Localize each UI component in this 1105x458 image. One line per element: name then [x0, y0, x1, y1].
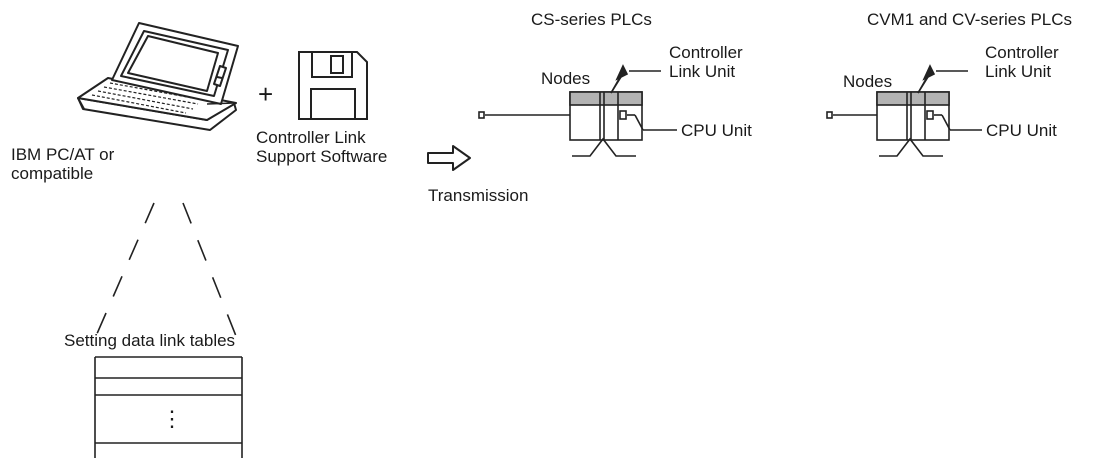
cs-series-title: CS-series PLCs [531, 10, 652, 29]
software-label-line1: Controller Link [256, 128, 366, 147]
computer-label-line1: IBM PC/AT or [11, 145, 115, 164]
cs-unit-label-line1: Controller [669, 43, 743, 62]
cs-series-plc [478, 64, 677, 157]
cv-unit-label-line1: Controller [985, 43, 1059, 62]
computer-label-line2: compatible [11, 164, 94, 183]
connector-port [619, 110, 627, 120]
cv-cpu-label: CPU Unit [986, 121, 1057, 140]
data-link-table [94, 356, 243, 458]
connector-port [926, 110, 934, 120]
plc-stand [572, 137, 636, 157]
laptop-icon [77, 22, 239, 131]
cv-nodes-label: Nodes [843, 72, 893, 91]
cs-unit-label-line2: Link Unit [669, 62, 736, 81]
cpu-leader [634, 114, 644, 131]
cpu-leader [941, 114, 951, 131]
plc-stand [879, 137, 943, 157]
cv-series-title: CVM1 and CV-series PLCs [867, 10, 1073, 29]
floppy-disk-icon [298, 51, 368, 120]
tables-label: Setting data link tables [64, 331, 236, 350]
cable-terminator [826, 111, 833, 119]
plus-sign: + [258, 79, 274, 109]
cable-terminator [478, 111, 485, 119]
cv-series-plc [826, 64, 982, 157]
transmission-label: Transmission [428, 186, 529, 205]
plc-top-band [569, 91, 643, 106]
plc-top-band [876, 91, 950, 106]
software-label-line2: Support Software [256, 147, 388, 166]
cv-unit-label-line2: Link Unit [985, 62, 1052, 81]
cs-nodes-label: Nodes [541, 69, 591, 88]
projection-lines [95, 202, 237, 337]
cs-cpu-label: CPU Unit [681, 121, 752, 140]
tables-ellipsis: ⋮ [161, 406, 183, 431]
transmission-arrow-icon [427, 145, 471, 171]
